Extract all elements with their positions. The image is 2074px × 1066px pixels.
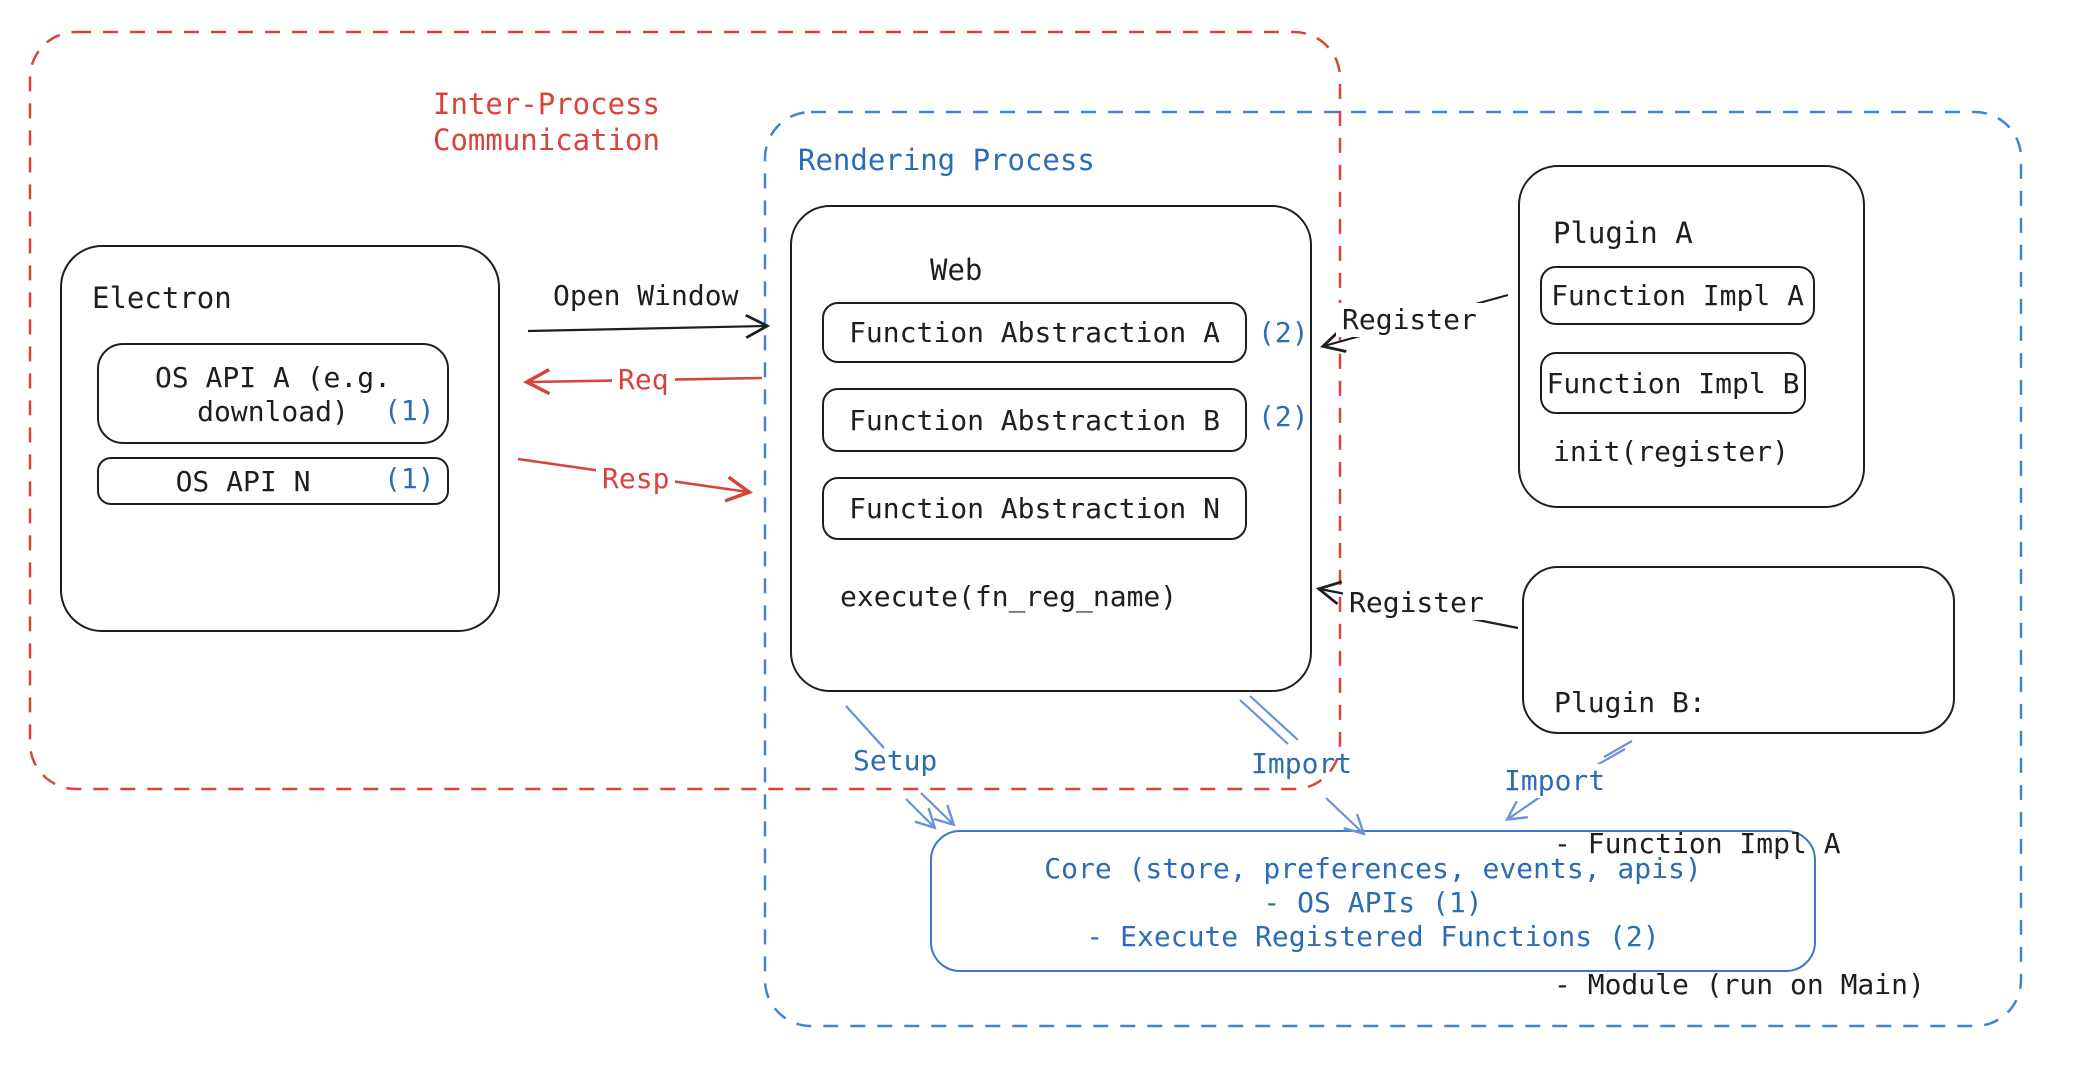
core-line-execute: - Execute Registered Functions (2) [1086,920,1660,953]
import-web-edge-label: Import [1251,747,1353,780]
function-impl-b-label: Function Impl B [1546,366,1800,400]
plugin-b-content: Plugin B: - Function Impl A - Module (ru… [1554,585,1925,1066]
os-api-n-badge: (1) [384,462,435,495]
core-line-title: Core (store, preferences, events, apis) [1044,852,1702,885]
rendering-process-region-label: Rendering Process [798,143,1095,177]
setup-arrow-head [920,792,956,827]
plugin-a-title: Plugin A [1553,216,1693,250]
os-api-a-badge: (1) [384,394,435,427]
function-abstraction-n-box: Function Abstraction N [822,477,1247,540]
open-window-edge-label: Open Window [553,279,739,312]
plugin-b-title: Plugin B: [1554,686,1706,719]
electron-title: Electron [92,281,232,315]
setup-edge-label: Setup [853,744,938,777]
register-bottom-edge-label: Register [1343,586,1490,620]
function-abstraction-a-badge: (2) [1258,316,1309,349]
function-abstraction-n-label: Function Abstraction N [849,492,1220,525]
os-api-a-label-line1: OS API A (e.g. [154,361,391,394]
function-abstraction-b-label: Function Abstraction B [849,403,1220,437]
execute-label: execute(fn_reg_name) [840,580,1178,613]
function-impl-b-box: Function Impl B [1540,352,1806,414]
init-register-label: init(register) [1553,435,1790,468]
register-top-edge-label: Register [1336,303,1483,337]
import-web-arrow-tail-2 [1249,695,1299,741]
core-content: Core (store, preferences, events, apis) … [930,852,1816,954]
req-edge-label: Req [612,363,675,397]
setup-arrow-tail [845,705,885,749]
function-impl-a-box: Function Impl A [1540,266,1815,325]
open-window-arrow [527,313,771,339]
ipc-region-label: Inter-Process Communication [433,87,660,157]
import-web-arrow-head [1325,797,1366,836]
import-plugin-edge-label: Import [1498,764,1612,798]
function-impl-a-label: Function Impl A [1551,279,1804,312]
import-web-arrow-tail [1239,699,1289,745]
function-abstraction-a-box: Function Abstraction A [822,302,1247,363]
os-api-n-label: OS API N [175,464,311,498]
resp-edge-label: Resp [596,462,676,496]
core-line-os-apis: - OS APIs (1) [1263,886,1483,919]
plugin-b-item-module: - Module (run on Main) [1554,968,1925,1001]
web-title: Web [930,253,983,287]
function-abstraction-b-box: Function Abstraction B [822,388,1247,452]
function-abstraction-b-badge: (2) [1258,400,1309,433]
setup-arrow-head-2 [905,798,937,830]
function-abstraction-a-label: Function Abstraction A [849,316,1220,349]
